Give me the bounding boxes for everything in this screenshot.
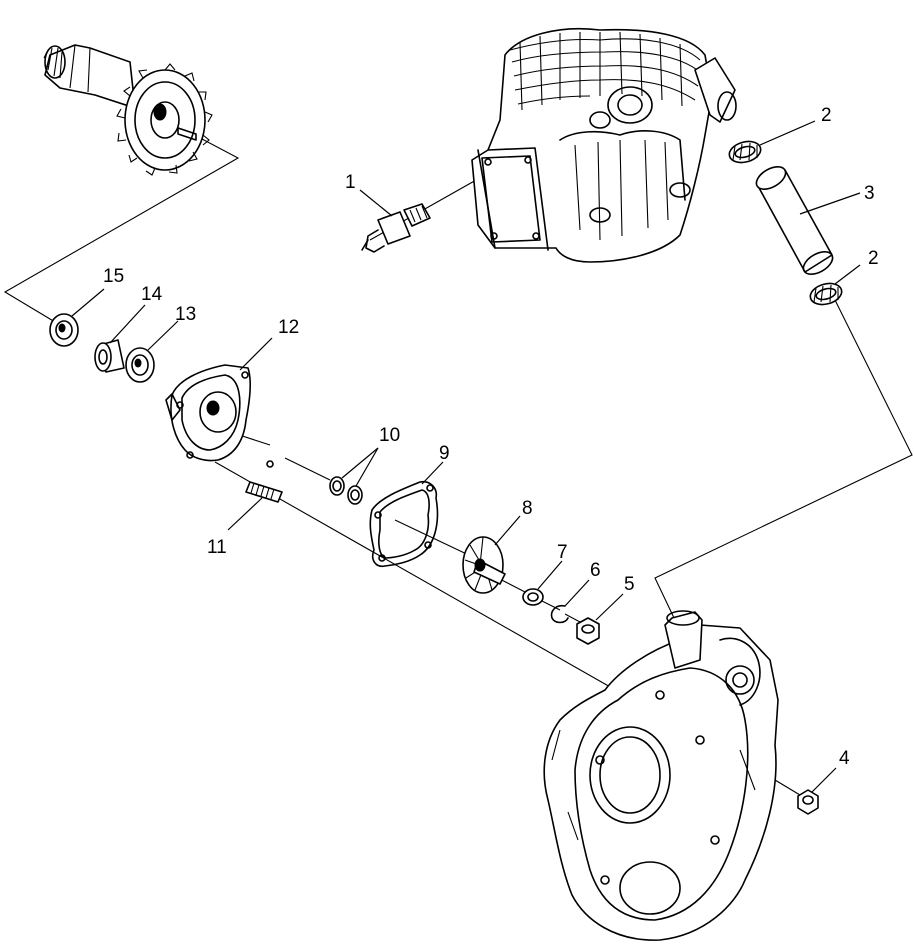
part-1-temperature-sensor	[361, 203, 431, 253]
callout-14: 14	[141, 284, 163, 305]
cylinder-head-assembly	[471, 27, 737, 263]
callout-6: 6	[590, 560, 601, 581]
part-2-hose-clamp-lower	[809, 282, 843, 306]
callout-11: 11	[207, 537, 227, 558]
part-6-snap-ring	[550, 604, 569, 624]
part-3-coolant-hose	[755, 166, 834, 275]
pump-drive-gear-shaft	[43, 44, 213, 176]
crankcase-cover	[543, 610, 779, 941]
callout-7: 7	[557, 542, 568, 563]
leader-lines	[71, 120, 861, 793]
part-5-impeller-nut	[576, 617, 600, 645]
callout-10: 10	[379, 425, 400, 446]
callout-2-upper: 2	[821, 105, 832, 126]
part-4-nut	[797, 789, 819, 815]
callout-3: 3	[864, 183, 875, 204]
part-7-washer	[522, 588, 544, 606]
callout-4: 4	[839, 748, 850, 769]
part-9-gasket	[369, 480, 439, 568]
callout-15: 15	[103, 266, 124, 287]
callout-labels: 1 2 3 2 4 5 6 7 8 9 10 11 12 13 14 15	[103, 105, 879, 769]
part-15-oil-seal	[49, 313, 79, 347]
part-2-hose-clamp-upper	[728, 140, 762, 164]
callout-1: 1	[345, 172, 356, 193]
part-13-bearing	[125, 347, 155, 383]
part-10-o-rings	[329, 476, 363, 505]
callout-13: 13	[175, 304, 196, 325]
part-11-stud	[245, 460, 283, 503]
callout-2-lower: 2	[868, 248, 879, 269]
part-8-impeller	[462, 536, 506, 594]
callout-9: 9	[439, 443, 450, 464]
callout-5: 5	[624, 574, 635, 595]
part-14-spacer	[94, 339, 125, 373]
callout-8: 8	[522, 498, 533, 519]
part-12-pump-housing	[165, 364, 251, 462]
callout-12: 12	[278, 317, 299, 338]
